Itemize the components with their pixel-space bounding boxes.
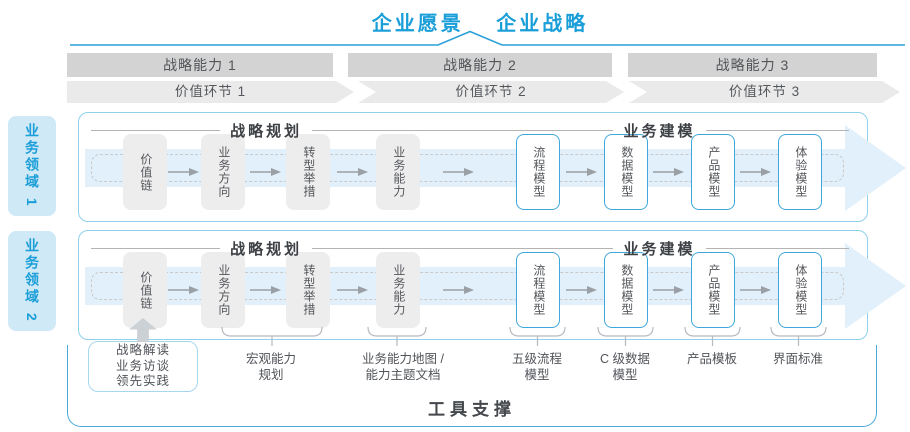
- business-direction-box: 业务方向: [201, 134, 245, 210]
- right-arrow-icon: [250, 168, 281, 176]
- product-model-box: 产品模型: [691, 252, 735, 328]
- brace-process-model: [509, 327, 566, 346]
- right-arrow-icon: [566, 168, 597, 176]
- business-capability-box: 业务能力: [376, 252, 420, 328]
- brace-product-template: [684, 327, 741, 346]
- transformation-box: 转型举措: [286, 134, 330, 210]
- data-model-label: C 级数据模型: [599, 352, 650, 383]
- right-arrow-icon: [443, 168, 474, 176]
- value-link-chevron-2: 价值环节 2: [358, 81, 624, 103]
- value-chain-box: 价值链: [123, 252, 167, 328]
- right-arrow-icon: [337, 286, 368, 294]
- right-arrow-icon: [168, 168, 199, 176]
- phase-header-row: 战略规划 业务建模: [91, 120, 849, 141]
- value-link-chevron-3: 价值环节 3: [629, 81, 900, 103]
- capability-map-label: 业务能力地图 /能力主题文档: [362, 352, 444, 383]
- data-model-box: 数据模型: [604, 252, 648, 328]
- capability-bar-2: 战略能力 2: [348, 53, 612, 77]
- value-link-chevron-1: 价值环节 1: [67, 81, 354, 103]
- product-template-label: 产品模板: [686, 352, 737, 366]
- right-arrow-icon: [337, 168, 368, 176]
- business-direction-box: 业务方向: [201, 252, 245, 328]
- process-model-box: 流程模型: [516, 252, 560, 328]
- right-arrow-icon: [740, 286, 771, 294]
- phase-header-row: 战略规划 业务建模: [91, 238, 849, 259]
- data-model-box: 数据模型: [604, 134, 648, 210]
- tool-support-label: 工具支撑: [428, 400, 516, 419]
- dashed-pipeline-outline: [91, 272, 844, 300]
- vision-title: 企业愿景: [371, 13, 464, 35]
- brace-capability-map: [367, 327, 427, 346]
- planning-header: 战略规划: [230, 241, 303, 258]
- product-model-box: 产品模型: [691, 134, 735, 210]
- process-model-label: 五级流程模型: [511, 352, 562, 383]
- planning-header: 战略规划: [230, 123, 303, 140]
- transformation-box: 转型举措: [286, 252, 330, 328]
- brace-ui-standard: [770, 327, 827, 346]
- macro-capability-label: 宏观能力规划: [245, 352, 296, 383]
- capability-bar-3: 战略能力 3: [628, 53, 877, 77]
- domain-label-2: 业务领域 2: [8, 231, 56, 331]
- top-title: 企业愿景 企业战略: [0, 7, 910, 36]
- domain-lane-1: 战略规划 业务建模 价值链 业务方向 转型举措 业务能力 流程模型 数据模型 产…: [78, 112, 906, 222]
- modeling-header: 业务建模: [623, 241, 696, 258]
- experience-model-box: 体验模型: [778, 134, 822, 210]
- right-arrow-icon: [443, 286, 474, 294]
- strategy-title: 企业战略: [496, 13, 589, 35]
- right-arrow-icon: [168, 286, 199, 294]
- right-arrow-icon: [250, 286, 281, 294]
- brace-macro-capability: [221, 327, 323, 346]
- domain-label-1: 业务领域 1: [8, 116, 56, 216]
- right-arrow-icon: [653, 168, 684, 176]
- business-capability-box: 业务能力: [376, 134, 420, 210]
- right-arrow-icon: [740, 168, 771, 176]
- capability-bar-1: 战略能力 1: [67, 53, 333, 77]
- modeling-header: 业务建模: [623, 123, 696, 140]
- right-arrow-icon: [653, 286, 684, 294]
- right-arrow-icon: [566, 286, 597, 294]
- brace-data-model: [597, 327, 654, 346]
- domain-lane-2: 战略规划 业务建模 价值链 业务方向 转型举措 业务能力 流程模型 数据模型 产…: [78, 230, 906, 340]
- tool-support-frame: [67, 345, 877, 427]
- experience-model-box: 体验模型: [778, 252, 822, 328]
- practice-annotation-box: 战略解读 业务访谈 领先实践: [88, 341, 198, 392]
- process-model-box: 流程模型: [516, 134, 560, 210]
- value-chain-box: 价值链: [123, 134, 167, 210]
- caret-divider-line: [70, 30, 905, 46]
- dashed-pipeline-outline: [91, 154, 844, 182]
- ui-standard-label: 界面标准: [772, 352, 823, 366]
